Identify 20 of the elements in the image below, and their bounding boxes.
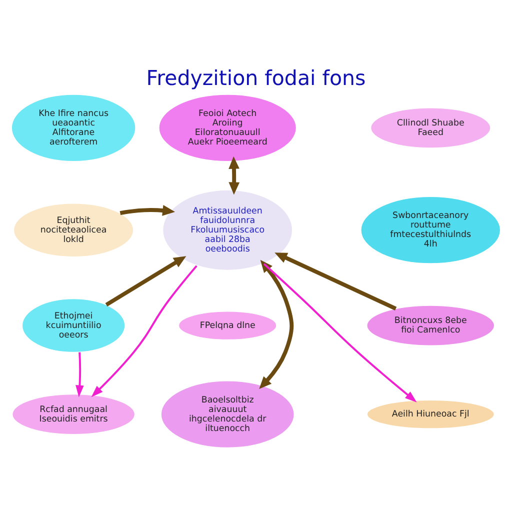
node-ellipse: Feoioi Aotech Aroiing Eiloratonuauull Auekr Pioeemeard <box>158 94 297 162</box>
node-ellipse: Eqjuthit nociteteaolicea lokld <box>13 202 134 257</box>
diagram-title: Fredyzition fodai fons <box>146 65 366 90</box>
node-ellipse: Swbonrtaceanory routtume fmtecestulthiulnds 4lh <box>360 196 501 264</box>
node-ellipse: FPelqna dlne <box>178 310 277 340</box>
node-ellipse: Rcfad annugaal Iseouidis emitrs <box>12 393 136 434</box>
node-ellipse: Bitnoncuxs 8ebe fioi Camenlco <box>366 304 495 346</box>
node-ellipse: Baoelsoltbiz aivauuut ihgcelenocdela dr iltuenocch <box>160 380 295 448</box>
node-ellipse: Khe Ifire nancus ueaoantic Alfitorane aerofterem <box>11 94 136 162</box>
arrow <box>274 252 397 310</box>
arrow <box>120 204 176 216</box>
node-ellipse: Aeilh Hiuneoac Fjl <box>366 399 495 428</box>
node-ellipse: Cllinodl Shuabe Faeed <box>370 106 491 148</box>
arrow <box>263 262 417 402</box>
node-ellipse: Ethojmei kcuimuntiilio oeeors <box>22 298 126 352</box>
arrow <box>228 156 240 194</box>
arrow <box>91 264 198 397</box>
arrow <box>76 352 84 397</box>
arrow <box>105 256 186 306</box>
arrow <box>259 259 294 389</box>
